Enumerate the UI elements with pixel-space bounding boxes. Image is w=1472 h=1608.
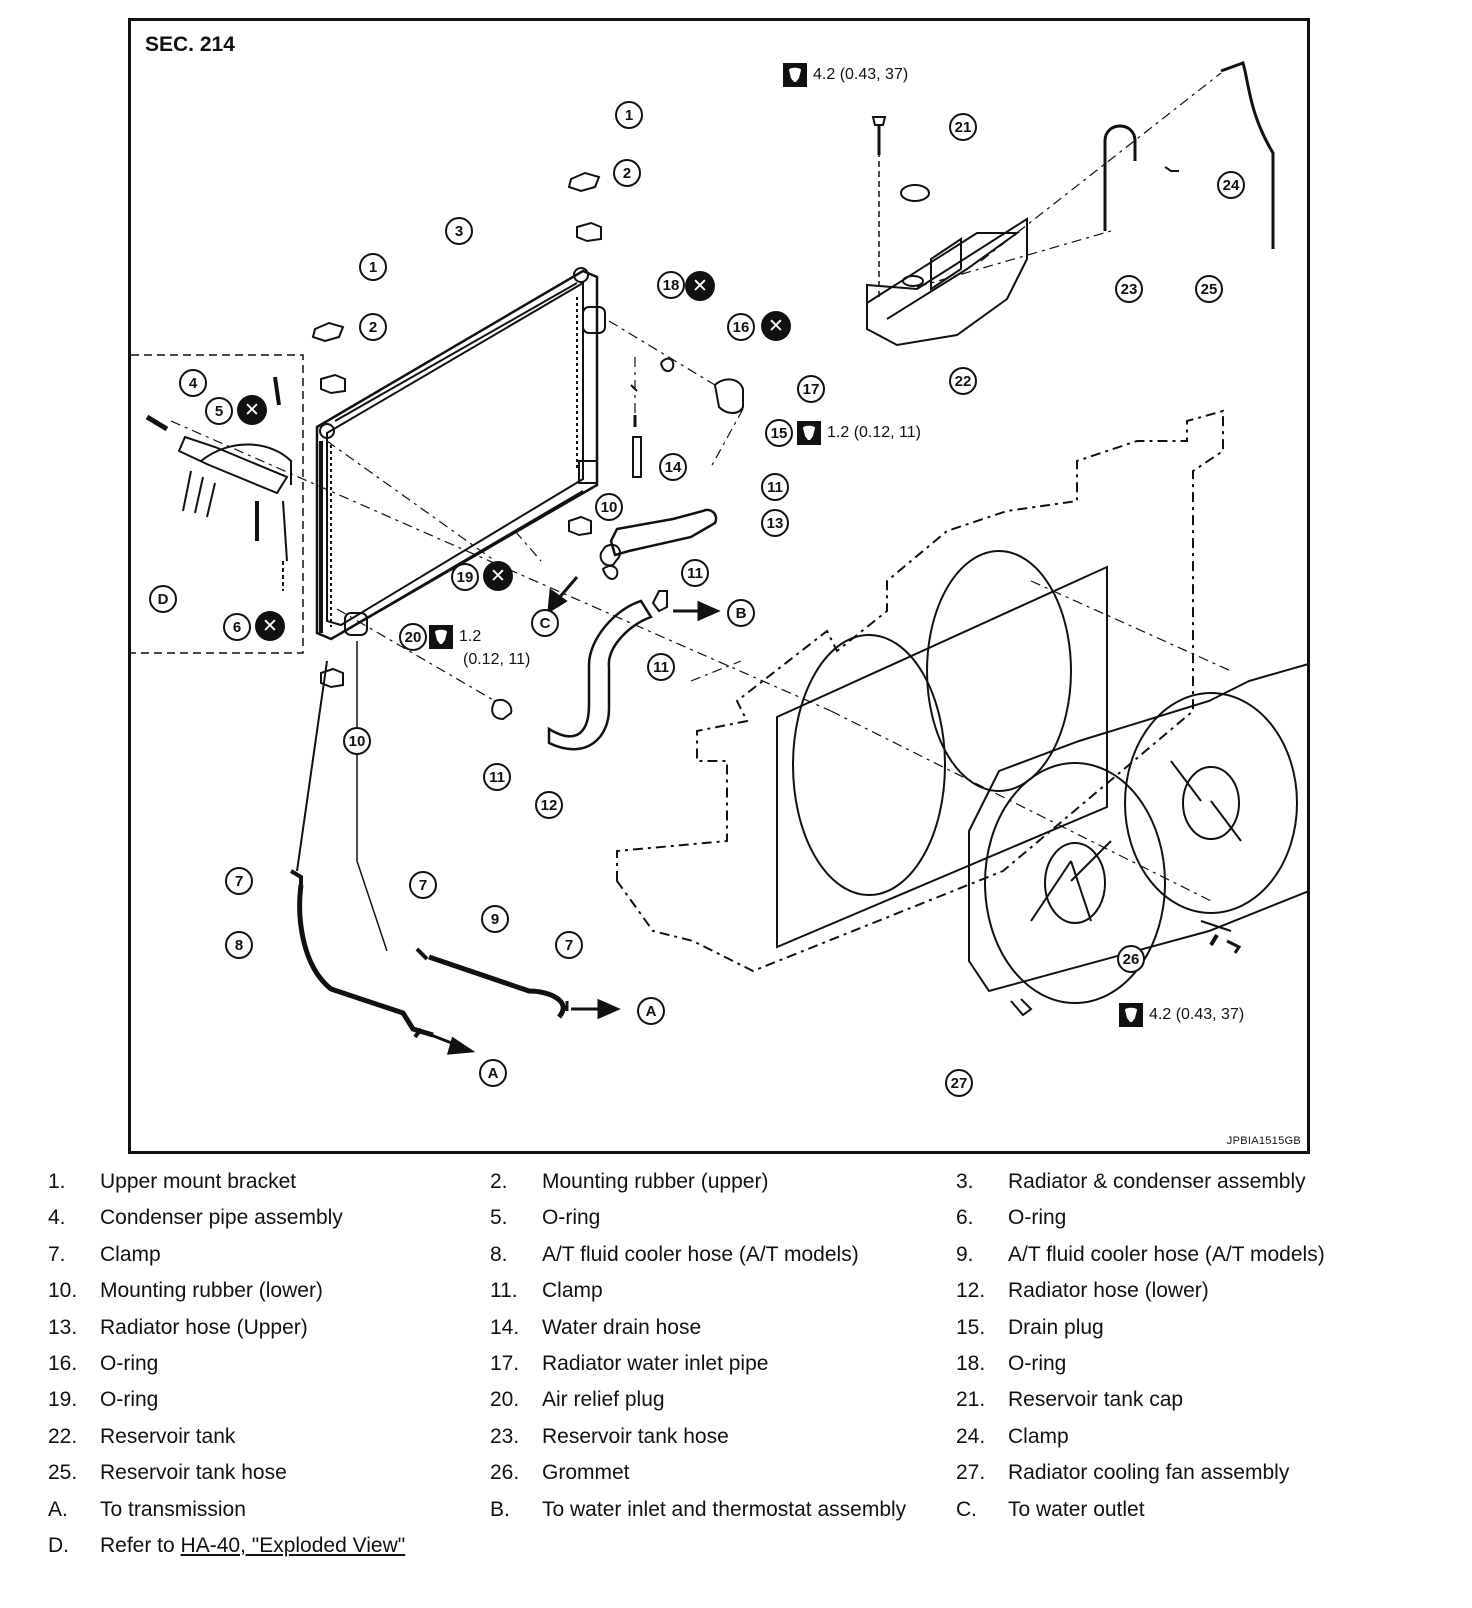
hoses-and-pipes [289, 357, 744, 1039]
upper-mount-parts [311, 171, 602, 689]
legend-row: 1.Upper mount bracket 2.Mounting rubber … [48, 1170, 1306, 1193]
torque-spec-air-relief-plug-2: (0.12, 11) [463, 651, 530, 669]
callout-10: 10 [343, 727, 371, 755]
legend-row: D. Refer to HA-40, "Exploded View" [48, 1533, 406, 1557]
do-not-reuse-icon: ✕ [255, 611, 285, 641]
callout-24: 24 [1217, 171, 1245, 199]
callout-20: 20 [399, 623, 427, 651]
callout-5: 5 [205, 397, 233, 425]
torque-value: 4.2 (0.43, 37) [1149, 1006, 1245, 1023]
torque-spec-drain-plug: 1.2 (0.12, 11) [797, 421, 921, 445]
callout-2: 2 [613, 159, 641, 187]
callout-27: 27 [945, 1069, 973, 1097]
callout-23: 23 [1115, 275, 1143, 303]
radiator-core-support [616, 409, 1224, 973]
torque-spec-air-relief-plug: 1.2 [429, 625, 481, 649]
callout-21: 21 [949, 113, 977, 141]
callout-22: 22 [949, 367, 977, 395]
figure-id: JPBIA1515GB [1226, 1135, 1301, 1147]
callout-26: 26 [1117, 945, 1145, 973]
torque-wrench-icon [783, 63, 807, 87]
callout-13: 13 [761, 509, 789, 537]
callout-12: 12 [535, 791, 563, 819]
torque-value: 4.2 (0.43, 37) [813, 66, 909, 83]
callout-7: 7 [409, 871, 437, 899]
torque-wrench-icon [1119, 1003, 1143, 1027]
legend-row: A.To transmission B.To water inlet and t… [48, 1497, 1145, 1521]
exploded-view-diagram: SEC. 214 JPBIA1515GB 4.2 (0.43, 37) 1.2 … [128, 18, 1310, 1154]
callout-17: 17 [797, 375, 825, 403]
legend-row: 4.Condenser pipe assembly 5.O-ring 6.O-r… [48, 1206, 1067, 1230]
callout-4: 4 [179, 369, 207, 397]
callout-19: 19 [451, 563, 479, 591]
legend-row: 19.O-ring 20.Air relief plug 21.Reservoi… [48, 1388, 1184, 1412]
torque-wrench-icon [797, 421, 821, 445]
callout-25: 25 [1195, 275, 1223, 303]
torque-value: 1.2 (0.12, 11) [827, 424, 921, 441]
callout-11: 11 [681, 559, 709, 587]
section-label: SEC. 214 [145, 33, 235, 56]
torque-spec-fan-bolt: 4.2 (0.43, 37) [1119, 1003, 1244, 1027]
torque-value: (0.12, 11) [463, 651, 531, 668]
callout-1: 1 [615, 101, 643, 129]
callout-letter-b: B [727, 599, 755, 627]
torque-wrench-icon [429, 625, 453, 649]
parts-legend: 1.Upper mount bracket 2.Mounting rubber … [48, 1166, 1458, 1566]
callout-letter-d: D [149, 585, 177, 613]
callout-16: 16 [727, 313, 755, 341]
diagram-drawing [131, 61, 1307, 1055]
do-not-reuse-icon: ✕ [761, 311, 791, 341]
callout-letter-a: A [479, 1059, 507, 1087]
legend-row: 22.Reservoir tank 23.Reservoir tank hose… [48, 1424, 1069, 1448]
callout-6: 6 [223, 613, 251, 641]
callout-7: 7 [555, 931, 583, 959]
callout-15: 15 [765, 419, 793, 447]
torque-value: 1.2 [459, 628, 482, 645]
do-not-reuse-icon: ✕ [685, 271, 715, 301]
callout-letter-a: A [637, 997, 665, 1025]
callout-10: 10 [595, 493, 623, 521]
cooler-lines [296, 641, 388, 952]
legend-row: 25.Reservoir tank hose 26.Grommet 27.Rad… [48, 1461, 1290, 1485]
legend-row: 10.Mounting rubber (lower) 11.Clamp 12.R… [48, 1279, 1209, 1303]
legend-ref-prefix: Refer to [100, 1533, 181, 1557]
callout-8: 8 [225, 931, 253, 959]
cooling-fan-assembly [968, 663, 1307, 1017]
callout-letter-c: C [531, 609, 559, 637]
exploded-view-link[interactable]: HA-40, "Exploded View" [180, 1533, 406, 1557]
callout-2: 2 [359, 313, 387, 341]
do-not-reuse-icon: ✕ [237, 395, 267, 425]
reservoir-tank [866, 61, 1275, 347]
callout-7: 7 [225, 867, 253, 895]
callout-18: 18 [657, 271, 685, 299]
callout-11: 11 [647, 653, 675, 681]
callout-11: 11 [483, 763, 511, 791]
callout-11: 11 [761, 473, 789, 501]
condenser-pipe-assembly [145, 376, 292, 591]
region-d-box [131, 354, 304, 654]
legend-row: 16.O-ring 17.Radiator water inlet pipe 1… [48, 1351, 1067, 1375]
legend-row: 7.Clamp 8.A/T fluid cooler hose (A/T mod… [48, 1242, 1325, 1266]
callout-14: 14 [659, 453, 687, 481]
callout-1: 1 [359, 253, 387, 281]
radiator-condenser-assembly [315, 267, 606, 641]
callout-3: 3 [445, 217, 473, 245]
torque-spec-reservoir-bolt: 4.2 (0.43, 37) [783, 63, 908, 87]
do-not-reuse-icon: ✕ [483, 561, 513, 591]
legend-row: 13.Radiator hose (Upper) 14.Water drain … [48, 1315, 1104, 1339]
callout-9: 9 [481, 905, 509, 933]
flow-arrows [430, 576, 721, 1055]
